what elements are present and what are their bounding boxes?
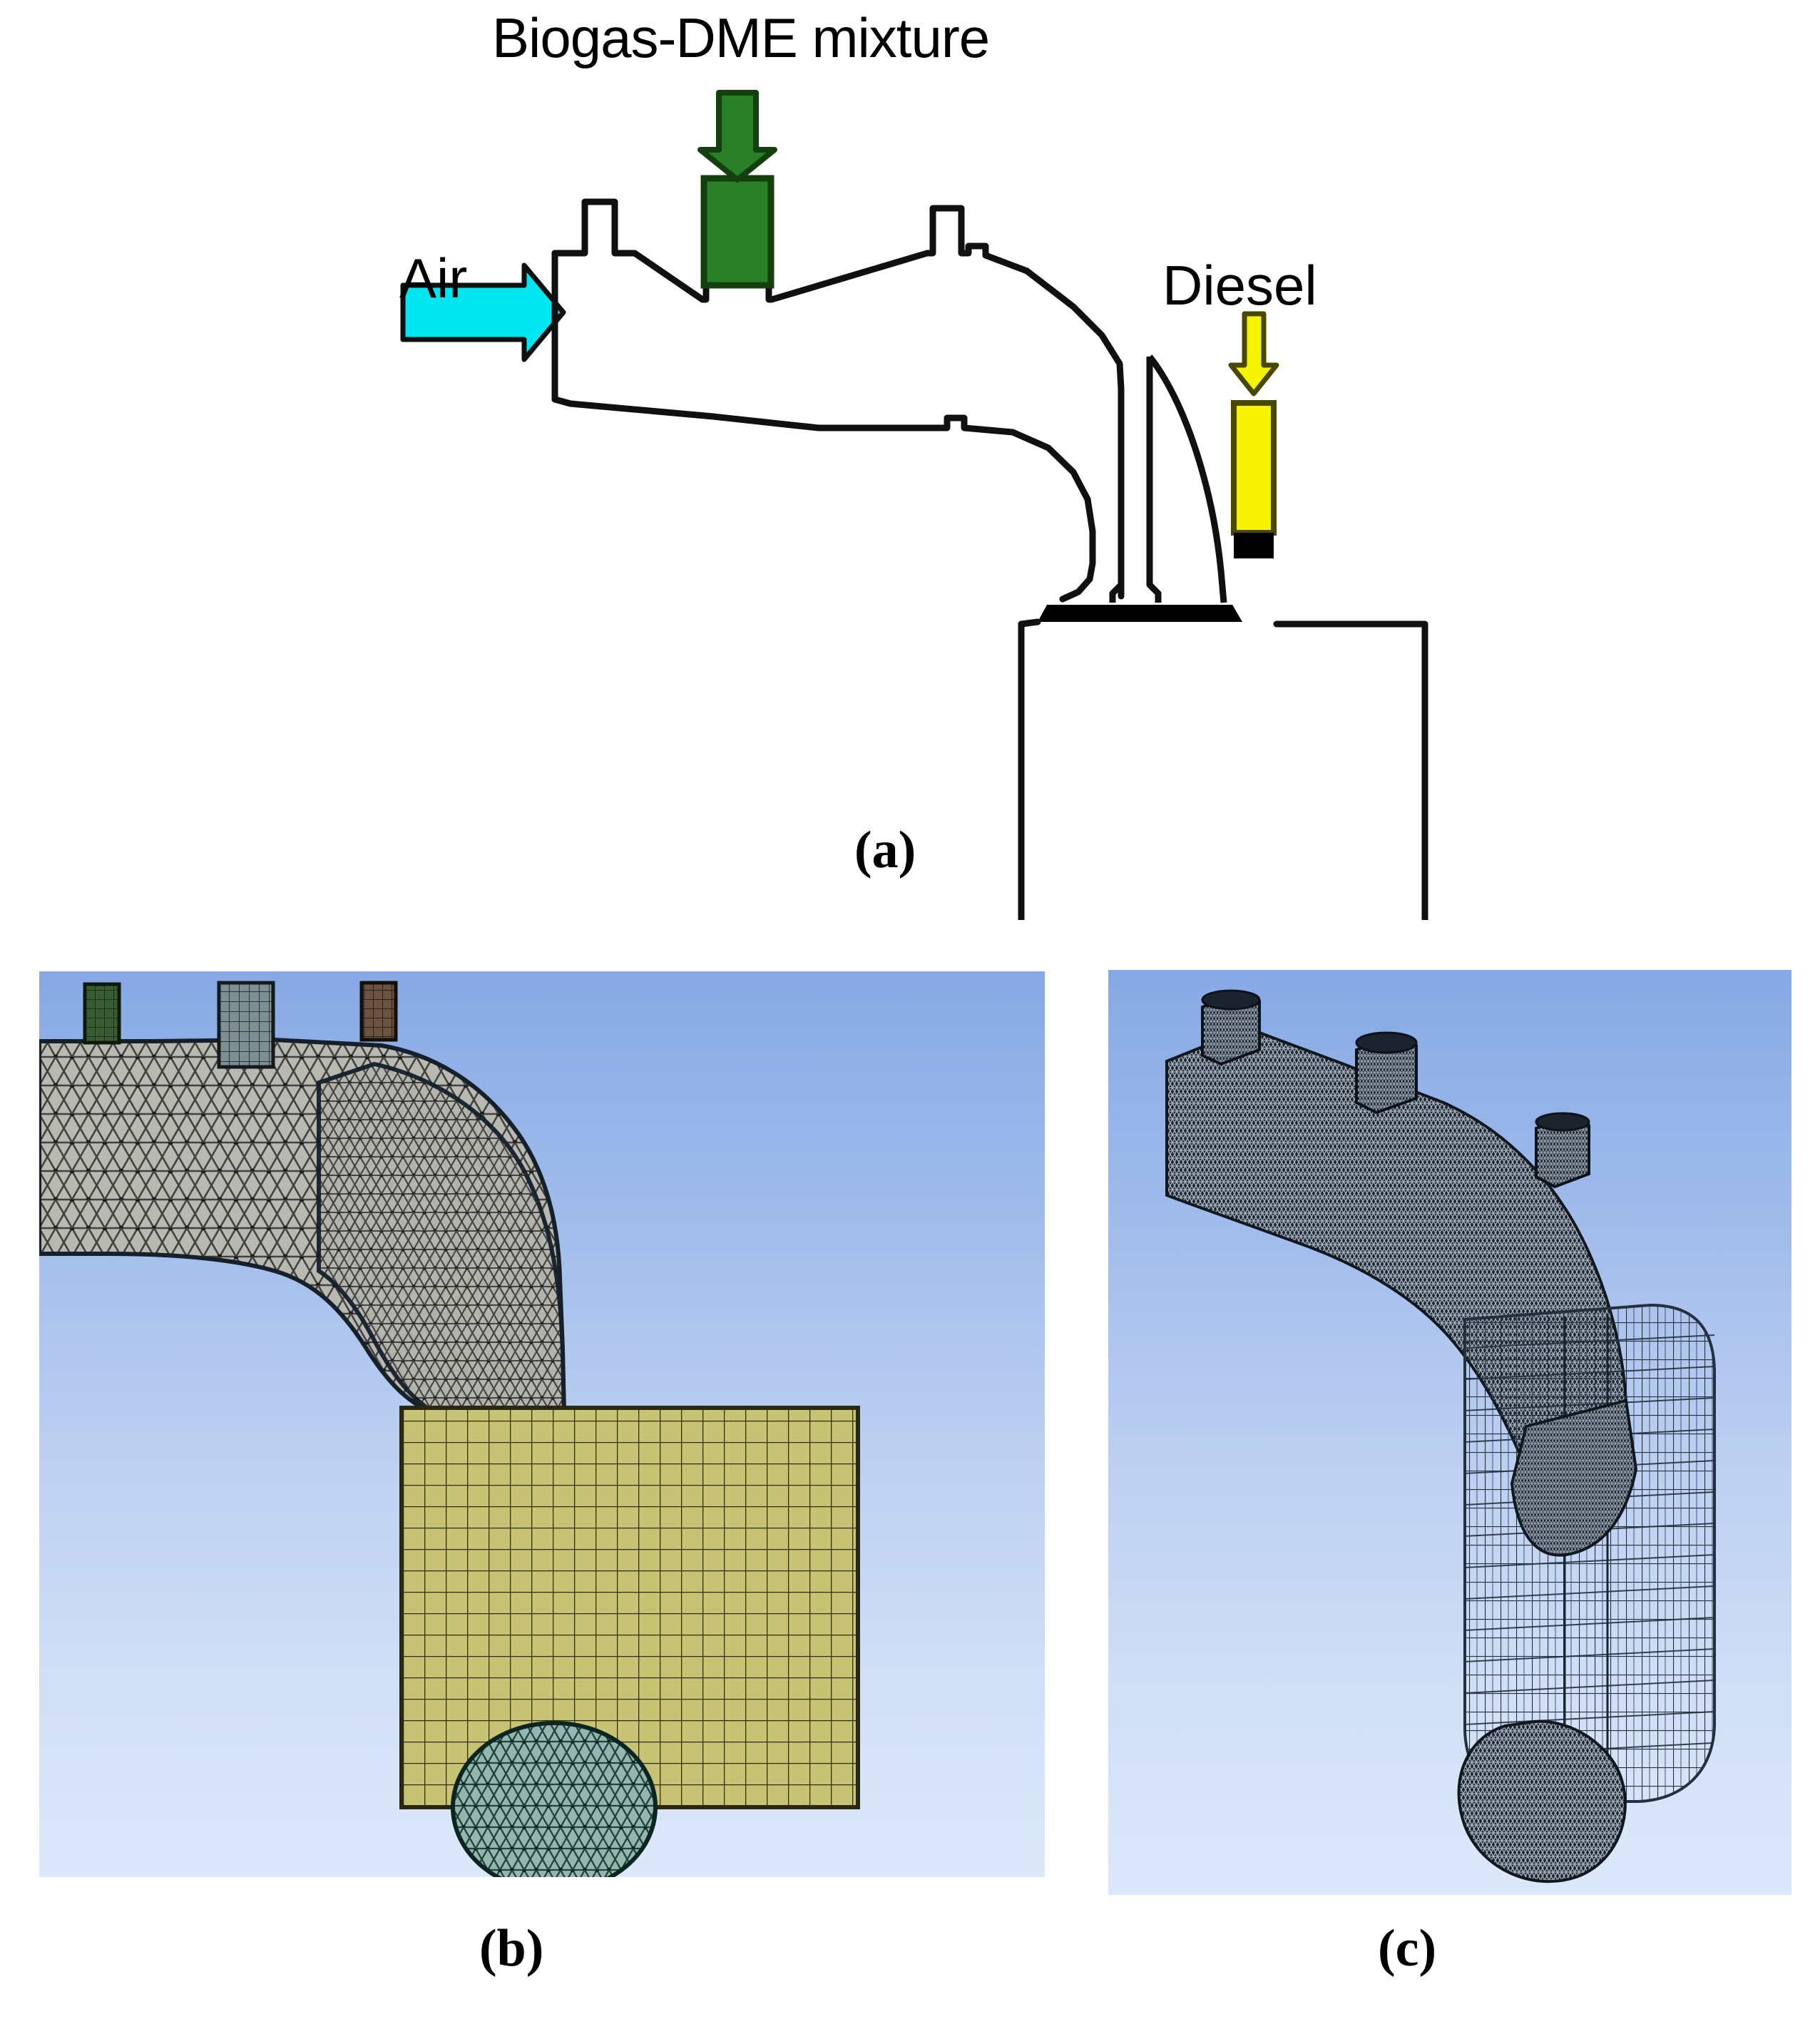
air-label: Air	[399, 247, 468, 310]
intake-bend-mesh	[317, 1061, 567, 1417]
intake-port-outline	[551, 198, 1125, 603]
panel-c-mesh-graphic	[1165, 989, 1716, 1884]
panel-b-mesh-graphic	[39, 981, 860, 1877]
biogas-label: Biogas-DME mixture	[492, 6, 990, 69]
diesel-port-stub-wireframe	[1535, 1112, 1590, 1189]
panel-c-wireframe	[1108, 970, 1791, 1895]
biogas-dme-port-stub-wireframe	[1201, 989, 1261, 1066]
biogas-flow-arrow-icon	[697, 90, 777, 183]
panel-b-mesh	[39, 971, 1045, 1877]
caption-b: (b)	[479, 1919, 544, 1978]
schematic-drawing	[400, 90, 1428, 920]
diesel-flow-arrow-icon	[1228, 311, 1279, 397]
diesel-port-stub	[359, 981, 398, 1042]
caption-c: (c)	[1378, 1919, 1437, 1978]
valve-seat-wireframe	[1510, 1399, 1638, 1557]
diesel-label: Diesel	[1162, 254, 1317, 317]
panel-a-schematic: Biogas-DME mixture Air Diesel	[0, 0, 1820, 920]
caption-a: (a)	[854, 821, 916, 879]
valve-head	[1038, 605, 1242, 622]
air-port-stub-wireframe	[1355, 1031, 1418, 1115]
biogas-dme-port-stub	[83, 982, 121, 1045]
diesel-injector	[1231, 400, 1277, 558]
air-port-stub	[217, 981, 275, 1069]
piston-bowl-mesh	[451, 1721, 658, 1877]
intake-valve	[1109, 354, 1227, 603]
cylinder-and-piston-bowl	[1018, 618, 1428, 920]
cylinder-mesh	[399, 1406, 860, 1809]
air-arrow-icon	[400, 262, 566, 362]
piston-bowl-wireframe	[1457, 1719, 1627, 1884]
biogas-injector	[700, 175, 774, 289]
